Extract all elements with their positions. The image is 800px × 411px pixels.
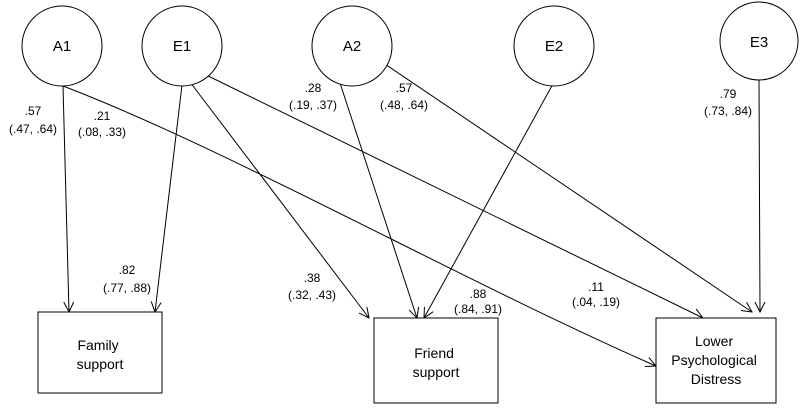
arrow-e1-distress — [199, 71, 703, 318]
arrow-e3-distress — [759, 79, 760, 312]
path-label-a1-distress: .21 (.08, .33) — [78, 109, 126, 139]
ci-e3-distress: (.73, .84) — [704, 104, 752, 118]
latent-factor-e2: E2 — [513, 5, 595, 87]
arrow-e1-family — [155, 84, 183, 312]
svg-text:Friend support: Friend support — [413, 345, 460, 380]
latent-factor-a1: A1 — [21, 5, 103, 87]
estimate-a1-distress: .21 — [94, 109, 111, 123]
outcome-friend-line-1: Friend — [414, 345, 454, 361]
path-label-e1-family: .82 (.77, .88) — [103, 263, 151, 295]
ci-e2-friend: (.84, .91) — [454, 302, 502, 316]
path-label-e1-friend: .38 (.32, .43) — [288, 271, 336, 302]
ci-a2-distress: (.48, .64) — [380, 98, 428, 112]
ci-a1-family: (.47, .64) — [9, 122, 57, 136]
estimate-a2-distress: .57 — [396, 81, 413, 95]
ci-e1-family: (.77, .88) — [103, 281, 151, 295]
outcome-family-line-1: Family — [77, 337, 118, 353]
latent-factor-e2-label: E2 — [545, 38, 563, 55]
estimate-e2-friend: .88 — [470, 287, 487, 301]
outcome-family-line-2: support — [77, 356, 124, 372]
outcome-friend-line-2: support — [413, 364, 460, 380]
latent-factor-e3: E3 — [719, 1, 799, 81]
arrow-a2-distress — [372, 55, 752, 312]
ci-e1-distress: (.04, .19) — [572, 295, 620, 309]
arrow-a1-family — [62, 85, 69, 312]
path-arrows — [62, 55, 760, 366]
arrow-e2-friend — [424, 81, 555, 318]
path-label-a2-friend: .28 (.19, .37) — [289, 81, 337, 112]
estimate-e1-family: .82 — [119, 263, 136, 277]
outcome-family-support: Family support — [37, 311, 163, 394]
arrow-a1-distress — [62, 85, 656, 366]
latent-factor-a2: A2 — [311, 5, 393, 87]
latent-factor-a2-label: A2 — [343, 38, 361, 55]
estimate-a2-friend: .28 — [305, 81, 322, 95]
arrow-a2-friend — [339, 82, 417, 318]
latent-factor-a1-label: A1 — [53, 38, 71, 55]
estimate-e3-distress: .79 — [720, 87, 737, 101]
estimate-a1-family: .57 — [25, 104, 42, 118]
estimate-e1-friend: .38 — [304, 271, 321, 285]
outcome-lower-psychological-distress: Lower Psychological Distress — [655, 317, 777, 404]
latent-factor-e3-label: E3 — [750, 34, 768, 51]
svg-text:Lower Psychological: Lower Psychological Distress — [671, 333, 761, 387]
path-label-e3-distress: .79 (.73, .84) — [704, 87, 752, 118]
ci-a1-distress: (.08, .33) — [78, 125, 126, 139]
path-label-e2-friend: .88 (.84, .91) — [454, 287, 502, 316]
outcome-friend-support: Friend support — [373, 317, 499, 404]
latent-factor-e1: E1 — [141, 5, 223, 87]
path-label-e1-distress: .11 (.04, .19) — [572, 280, 620, 309]
outcome-distress-line-1: Lower — [695, 333, 733, 349]
ci-a2-friend: (.19, .37) — [289, 98, 337, 112]
svg-text:Family support: Family support — [77, 337, 124, 372]
latent-factor-e1-label: E1 — [173, 38, 191, 55]
arrow-e1-friend — [189, 81, 369, 318]
estimate-e1-distress: .11 — [588, 280, 604, 294]
ci-e1-friend: (.32, .43) — [288, 288, 336, 302]
outcome-distress-line-2: Psychological — [671, 352, 757, 368]
path-label-a1-family: .57 (.47, .64) — [9, 104, 57, 136]
path-label-a2-distress: .57 (.48, .64) — [380, 81, 428, 112]
outcome-distress-line-3: Distress — [691, 371, 742, 387]
